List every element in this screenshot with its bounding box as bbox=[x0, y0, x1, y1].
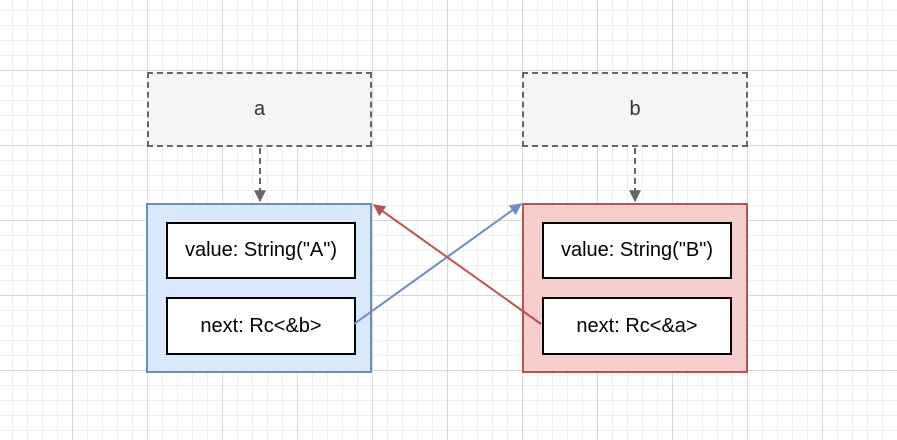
node-b-next-text: next: Rc<&a> bbox=[576, 314, 698, 337]
node-a-next-field[interactable]: next: Rc<&b> bbox=[166, 297, 356, 355]
node-a[interactable]: value: String("A") next: Rc<&b> bbox=[146, 203, 372, 373]
node-b[interactable]: value: String("B") next: Rc<&a> bbox=[522, 203, 748, 373]
variable-a-label: a bbox=[253, 98, 266, 120]
variable-b-label: b bbox=[629, 98, 641, 120]
node-a-value-text: value: String("A") bbox=[184, 239, 338, 261]
node-b-value-text: value: String("B") bbox=[560, 239, 714, 261]
node-b-value-field[interactable]: value: String("B") bbox=[542, 222, 732, 279]
node-a-value-field[interactable]: value: String("A") bbox=[166, 222, 356, 279]
edge-b-next-to-node-a bbox=[373, 204, 542, 325]
edge-a-next-to-node-b bbox=[353, 203, 522, 325]
node-b-next-field[interactable]: next: Rc<&a> bbox=[542, 297, 732, 355]
node-a-next-text: next: Rc<&b> bbox=[200, 314, 322, 337]
variable-a[interactable]: a bbox=[147, 72, 372, 147]
variable-b[interactable]: b bbox=[522, 72, 748, 147]
